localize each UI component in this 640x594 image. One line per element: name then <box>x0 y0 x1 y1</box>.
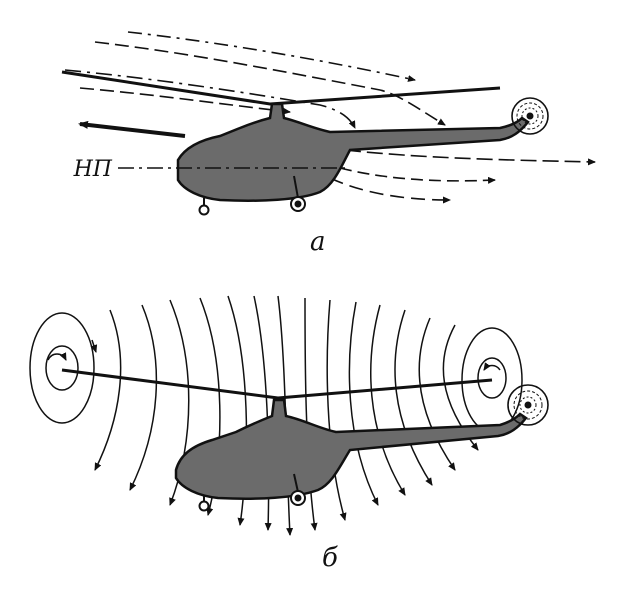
airflow-lines-a <box>64 31 596 204</box>
tail-rotor-a <box>511 97 549 135</box>
landing-gear-a <box>198 175 306 216</box>
figure-b-label: б <box>322 543 338 573</box>
figure-a-label: а <box>310 227 326 257</box>
horizontal-plane-label: НП <box>73 157 113 182</box>
helicopter-fuselage-b <box>174 398 528 500</box>
flight-direction-arrow <box>78 120 186 138</box>
helicopter-fuselage-a <box>176 102 530 202</box>
vortex-left <box>29 312 98 424</box>
main-rotor-blade-b <box>61 368 493 400</box>
main-rotor-blade-a <box>61 70 501 106</box>
figure-a: НП а <box>61 31 596 257</box>
figure-b: б <box>29 295 549 573</box>
landing-gear-b <box>198 473 306 512</box>
tail-rotor-b <box>507 384 549 426</box>
